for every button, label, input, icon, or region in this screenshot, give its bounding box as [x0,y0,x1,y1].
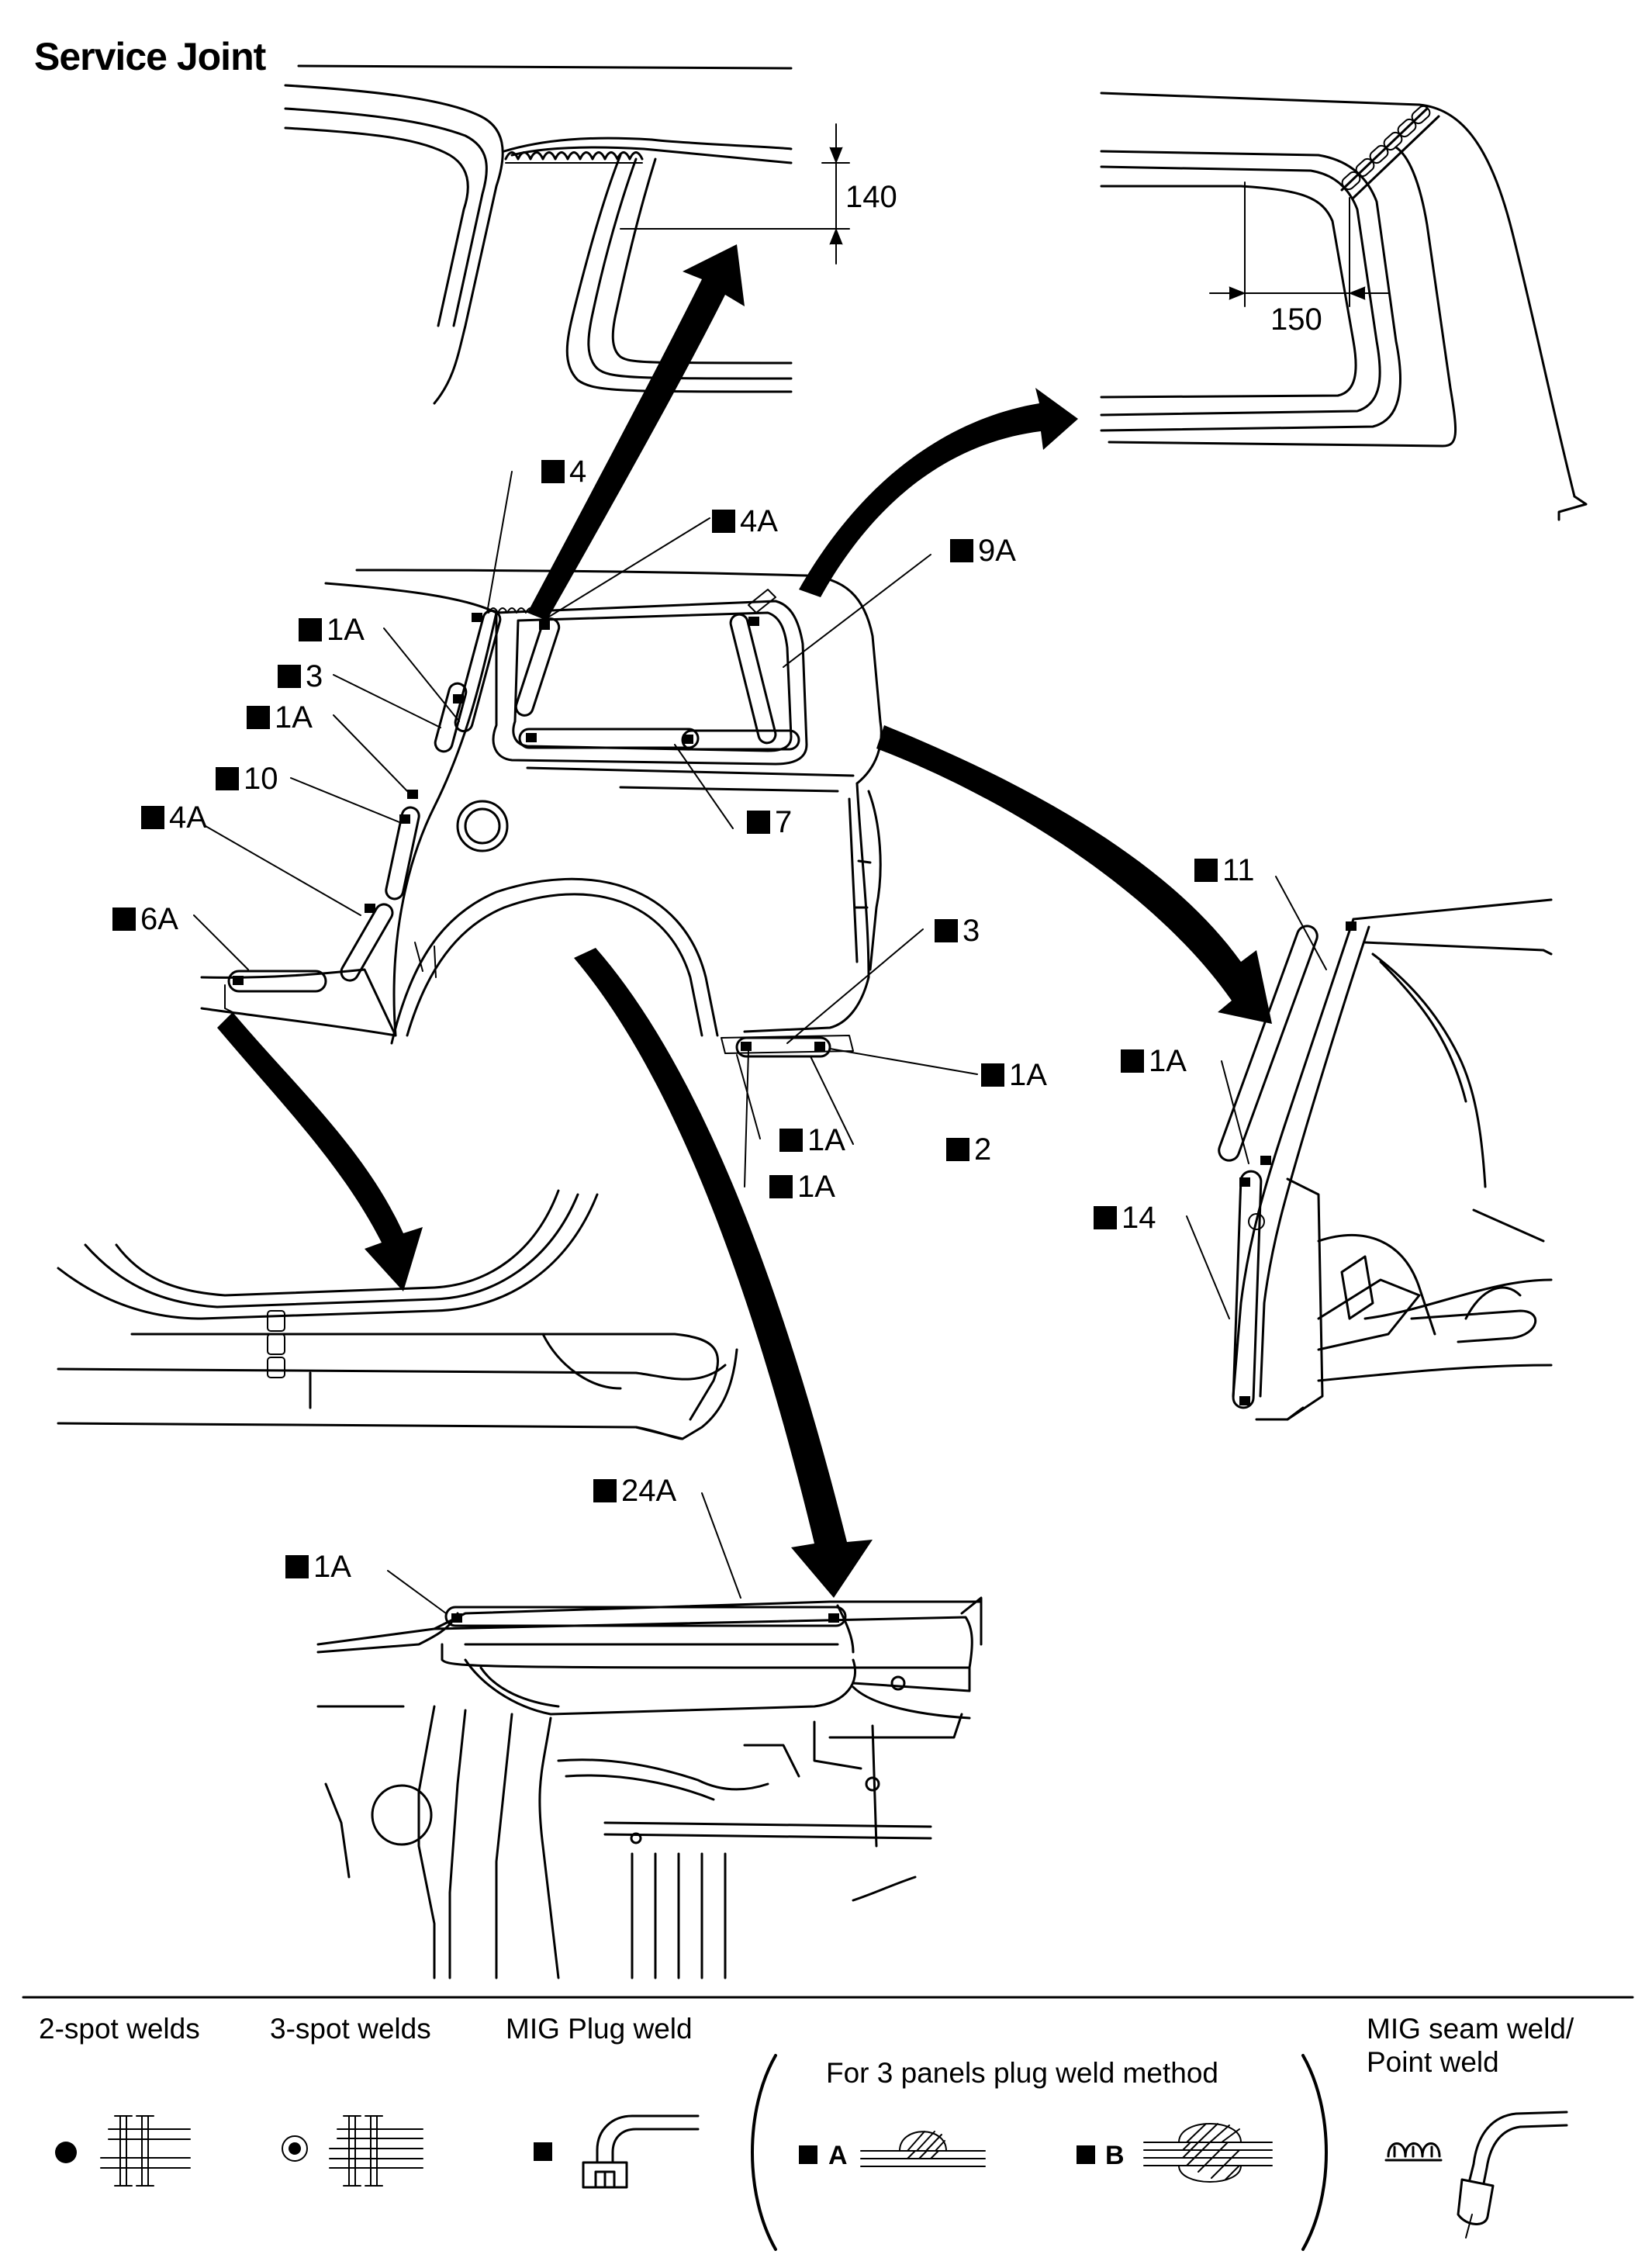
plug-weld-square-icon [216,767,239,790]
quarter-window-detail [1100,92,1588,521]
plug-weld-square-icon [541,460,565,483]
plug-weld-square-icon [747,811,770,834]
plug-weld-square-icon [299,618,322,641]
rear-floor-detail [316,1492,983,1979]
callout-1a-a: 1A [299,614,365,645]
plug-weld-square-icon [1094,1206,1117,1229]
callout-1a-d: 1A [779,1125,845,1156]
plug-weld-square-icon [534,2142,552,2161]
rear-opening-detail [1186,876,1553,1421]
legend-mig-seam-label: MIG seam weld/ Point weld [1367,2013,1574,2078]
legend-three-panel-label: For 3 panels plug weld method [826,2057,1218,2089]
callout-1a-c: 1A [981,1060,1047,1091]
plug-weld-square-icon [769,1175,793,1198]
legend-three-spot-label: 3-spot welds [270,2013,431,2045]
callout-7: 7 [747,807,792,838]
weld-legend [22,1996,1634,2251]
triple-spot-weld-icon [282,2135,308,2162]
plug-weld-square-icon [278,665,301,688]
mig-torch-icon [582,2114,700,2189]
plug-weld-square-icon [779,1129,803,1152]
plug-weld-square-icon [285,1555,309,1578]
detail-arrows [217,244,1272,1598]
two-spot-weld-icon [100,2115,191,2187]
callout-4a-left: 4A [141,802,207,833]
plug-weld-square-icon [141,806,164,829]
legend-mig-plug-label: MIG Plug weld [506,2013,693,2045]
seam-weld-icon [1384,2142,1443,2162]
callout-1a-f: 1A [1121,1046,1187,1077]
quarter-panel-main [193,471,978,1188]
method-b-label: B [1105,2141,1125,2170]
method-a-label: A [828,2141,848,2170]
method-b-icon [1143,2123,1273,2183]
callout-4-top: 4 [541,456,586,487]
callout-6a: 6A [112,904,178,935]
plug-weld-square-icon [593,1479,617,1502]
plug-weld-square-icon [1121,1049,1144,1073]
callout-1a-g: 1A [285,1551,351,1582]
callout-3-right: 3 [935,915,980,946]
method-a-icon [860,2131,986,2167]
callout-9a: 9A [950,535,1016,566]
callout-1a-e: 1A [769,1171,835,1202]
plug-weld-square-icon [1194,859,1218,882]
plug-weld-square-icon [981,1063,1004,1087]
callout-11: 11 [1194,855,1255,886]
plug-weld-square-icon [712,510,735,533]
plug-weld-square-icon [935,919,958,942]
callout-3-left: 3 [278,661,323,692]
callout-24a: 24A [593,1475,676,1506]
callout-4a-top: 4A [712,506,778,537]
plug-weld-square-icon [1077,2145,1095,2164]
plug-weld-square-icon [247,706,270,729]
callout-2: 2 [946,1134,991,1165]
dimension-140: 140 [845,180,897,214]
plug-weld-square-icon [112,908,136,931]
plug-weld-square-icon [950,539,973,562]
plug-weld-square-icon [946,1138,969,1161]
sill-detail [57,1189,738,1440]
roof-rail-detail [284,84,850,405]
three-spot-weld-icon [329,2115,423,2187]
callout-14: 14 [1094,1202,1156,1233]
legend-two-spot-label: 2-spot welds [39,2013,200,2045]
seam-torch-icon [1457,2111,1568,2239]
page-title: Service Joint [34,35,266,78]
callout-1a-b: 1A [247,702,313,733]
plug-weld-square-icon [799,2145,817,2164]
dimension-150: 150 [1270,303,1322,337]
callout-10: 10 [216,763,278,794]
spot-weld-dot-icon [55,2142,77,2163]
